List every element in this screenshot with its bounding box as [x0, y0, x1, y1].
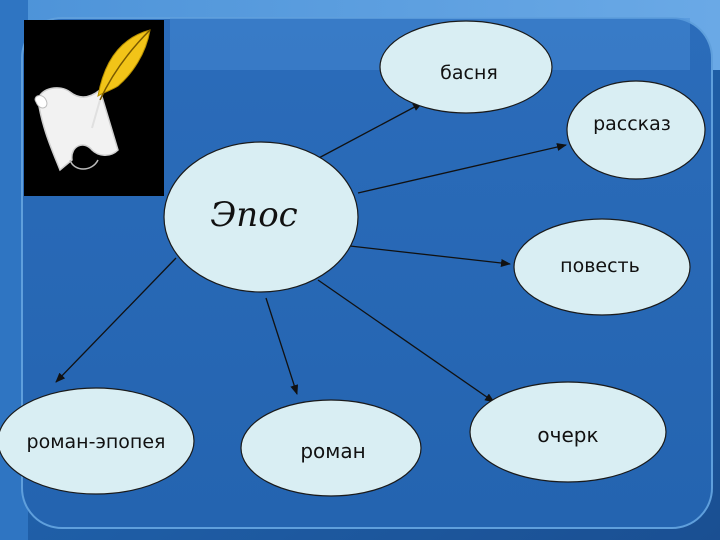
- node-povest: повесть: [513, 218, 691, 316]
- quill-scroll-icon: [24, 20, 164, 196]
- edge-povest: [349, 245, 511, 267]
- node-roman-epopeya: роман-эпопея: [0, 387, 195, 495]
- edge-roman: [265, 297, 299, 395]
- node-label-basnya: басня: [440, 62, 498, 84]
- node-label-rasskaz: рассказ: [593, 113, 671, 135]
- node-label-roman: роман: [300, 439, 365, 463]
- node-label-ocherk: очерк: [537, 423, 598, 447]
- node-label-roman-epopeya: роман-эпопея: [27, 431, 166, 453]
- center-label: Эпос: [210, 195, 297, 235]
- node-rasskaz: рассказ: [566, 80, 706, 180]
- node-ocherk: очерк: [469, 381, 667, 483]
- node-label-povest: повесть: [560, 255, 640, 277]
- node-center: Эпос: [163, 141, 359, 293]
- node-roman: роман: [240, 399, 422, 497]
- node-basnya: басня: [379, 20, 553, 114]
- edge-roman-epopeya: [55, 257, 177, 383]
- edge-rasskaz: [357, 143, 567, 194]
- edge-ocherk: [317, 279, 495, 403]
